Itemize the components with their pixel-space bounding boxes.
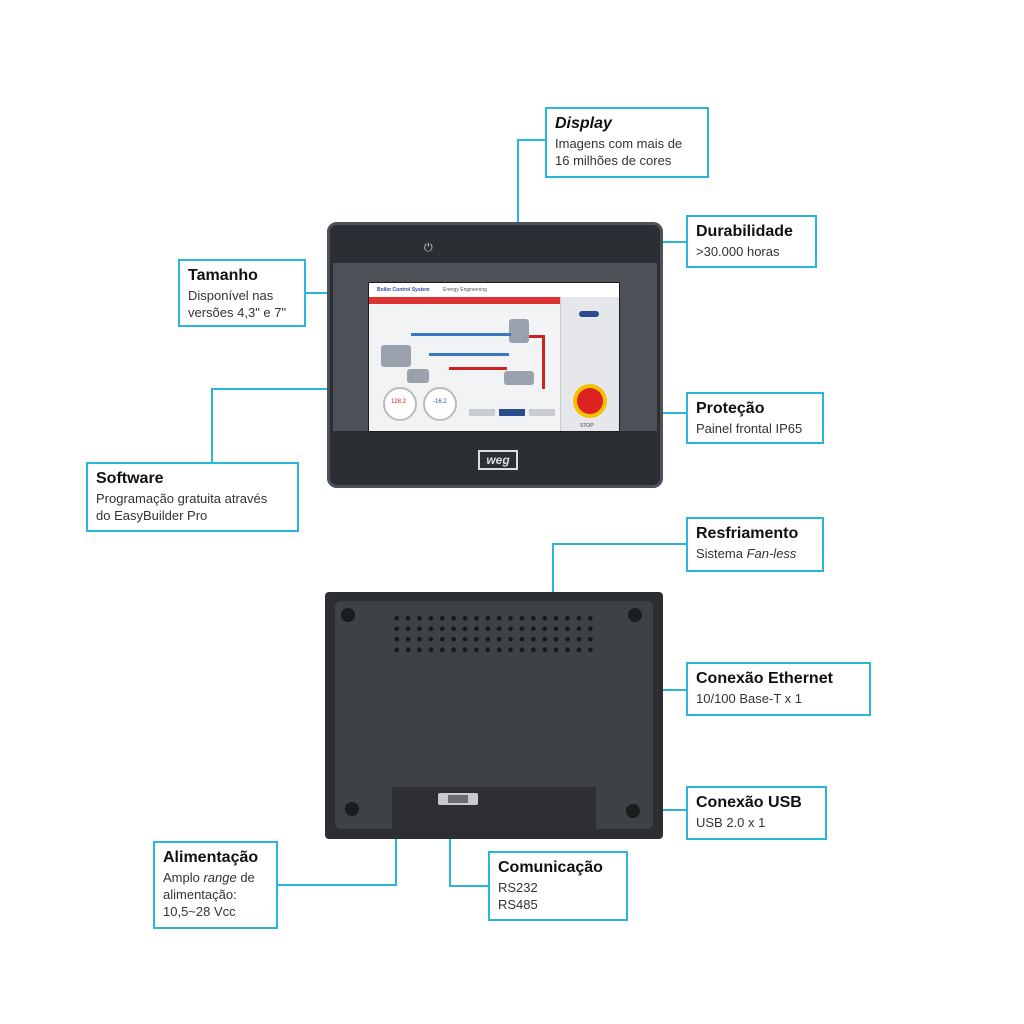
callout-title: Comunicação <box>498 859 603 876</box>
hmi-back-panel <box>325 592 663 839</box>
screen-button <box>499 409 525 416</box>
callout-desc: Imagens com mais de <box>555 136 683 151</box>
power-icon: ⏻ <box>424 242 433 254</box>
callout-desc: Painel frontal IP65 <box>696 421 803 436</box>
callout-title: Software <box>96 470 164 487</box>
pipe <box>411 333 511 336</box>
callout-desc: Sistema Fan-less <box>696 545 814 562</box>
callout-title: Tamanho <box>188 267 258 284</box>
callout-display: Display Imagens com mais de 16 milhões d… <box>545 107 709 178</box>
callout-desc: do EasyBuilder Pro <box>96 508 208 523</box>
mount-screw-icon <box>341 608 355 622</box>
callout-desc-italic: Fan-less <box>746 546 797 561</box>
callout-desc-text: de <box>236 870 255 885</box>
callout-title: Alimentação <box>163 849 259 866</box>
alarm-bar <box>369 297 561 304</box>
pump-unit <box>504 371 534 385</box>
callout-desc: Amplo range de <box>163 869 268 886</box>
callout-protecao: Proteção Painel frontal IP65 <box>686 392 824 444</box>
mount-screw-icon <box>345 802 359 816</box>
estop-label: STOP <box>580 423 594 429</box>
mount-screw-icon <box>626 804 640 818</box>
callout-desc-text: Sistema <box>696 546 747 561</box>
callout-desc: 10,5~28 Vcc <box>163 904 236 919</box>
callout-software: Software Programação gratuita através do… <box>86 462 299 532</box>
hmi-front-panel: ⏻ Boiler Control System Energy Engineeri… <box>327 222 663 488</box>
screen-title: Boiler Control System <box>377 287 430 293</box>
gauge-1: 128.2 <box>383 387 417 421</box>
pipe-hot <box>449 367 507 370</box>
hmi-screen: Boiler Control System Energy Engineering… <box>368 282 620 432</box>
screen-button <box>469 409 495 416</box>
callout-desc: 16 milhões de cores <box>555 153 672 168</box>
back-housing <box>335 601 653 829</box>
reactor-tank <box>509 319 529 343</box>
gauge-2: -16.2 <box>423 387 457 421</box>
screen-subtitle: Energy Engineering <box>443 287 487 293</box>
callout-alimentacao: Alimentação Amplo range de alimentação: … <box>153 841 278 929</box>
callout-desc: USB 2.0 x 1 <box>696 815 766 830</box>
callout-desc: Programação gratuita através <box>96 491 268 506</box>
callout-title: Conexão USB <box>696 794 802 811</box>
callout-tamanho: Tamanho Disponível nas versões 4,3" e 7" <box>178 259 306 327</box>
callout-desc: Disponível nas <box>188 288 274 303</box>
connector-recess <box>392 787 596 829</box>
callout-title: Proteção <box>696 400 765 417</box>
callout-title: Durabilidade <box>696 223 793 240</box>
callout-desc: versões 4,3" e 7" <box>188 305 287 320</box>
callout-desc: RS232 <box>498 880 538 895</box>
gauge-1-value: 128.2 <box>391 399 407 405</box>
serial-db9-connector <box>438 793 478 805</box>
callout-desc: RS485 <box>498 897 538 912</box>
callout-desc: >30.000 horas <box>696 244 780 259</box>
screen-button <box>529 409 555 416</box>
boiler-tank <box>407 369 429 383</box>
callout-desc: alimentação: <box>163 887 237 902</box>
callout-desc-italic: range <box>203 870 237 885</box>
callout-ethernet: Conexão Ethernet 10/100 Base-T x 1 <box>686 662 871 716</box>
callout-title: Resfriamento <box>696 525 799 542</box>
pipe-hot <box>542 335 545 389</box>
mount-screw-icon <box>628 608 642 622</box>
callout-comunicacao: Comunicação RS232 RS485 <box>488 851 628 921</box>
callout-usb: Conexão USB USB 2.0 x 1 <box>686 786 827 840</box>
callout-title: Display <box>555 115 612 132</box>
toggle-switch <box>579 311 599 317</box>
weg-logo: weg <box>478 450 518 470</box>
screen-side-panel: STOP <box>560 297 619 431</box>
emergency-stop-icon <box>577 388 603 414</box>
callout-resfriamento: Resfriamento Sistema Fan-less <box>686 517 824 572</box>
callout-desc: 10/100 Base-T x 1 <box>696 691 802 706</box>
boiler-tank <box>381 345 411 367</box>
pipe <box>429 353 509 356</box>
pipe-hot <box>529 335 543 338</box>
callout-desc-text: Amplo <box>163 870 204 885</box>
screen-header: Boiler Control System Energy Engineering <box>369 283 619 298</box>
ventilation-holes <box>391 613 596 655</box>
callout-durabilidade: Durabilidade >30.000 horas <box>686 215 817 268</box>
callout-title: Conexão Ethernet <box>696 670 833 687</box>
gauge-2-value: -16.2 <box>433 399 447 405</box>
